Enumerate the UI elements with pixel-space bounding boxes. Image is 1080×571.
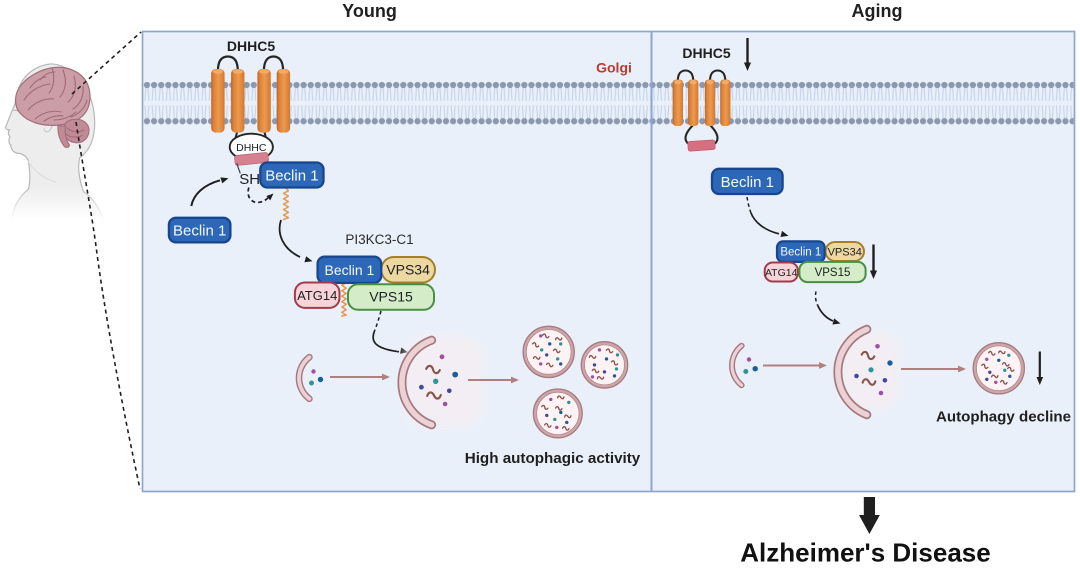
svg-text:VPS34: VPS34 <box>386 262 430 278</box>
svg-text:Beclin 1: Beclin 1 <box>721 174 774 191</box>
svg-text:PI3KC3-C1: PI3KC3-C1 <box>345 232 413 247</box>
svg-text:Alzheimer's Disease: Alzheimer's Disease <box>740 538 990 568</box>
svg-text:ATG14: ATG14 <box>765 267 798 279</box>
svg-text:SH: SH <box>239 171 260 188</box>
svg-text:VPS34: VPS34 <box>828 247 862 259</box>
svg-text:Young: Young <box>342 1 397 21</box>
svg-text:Aging: Aging <box>852 1 903 21</box>
svg-text:High autophagic activity: High autophagic activity <box>465 450 641 467</box>
svg-text:DHHC: DHHC <box>236 142 267 154</box>
svg-text:Golgi: Golgi <box>596 60 632 76</box>
svg-text:VPS15: VPS15 <box>369 289 413 305</box>
svg-text:Autophagy decline: Autophagy decline <box>936 409 1071 426</box>
svg-text:Beclin 1: Beclin 1 <box>780 246 821 258</box>
svg-text:DHHC5: DHHC5 <box>227 38 275 54</box>
svg-text:VPS15: VPS15 <box>815 267 851 279</box>
svg-text:Beclin 1: Beclin 1 <box>265 167 318 184</box>
svg-text:Beclin 1: Beclin 1 <box>324 262 374 278</box>
svg-text:DHHC5: DHHC5 <box>682 45 730 61</box>
svg-text:Beclin 1: Beclin 1 <box>173 223 226 240</box>
svg-text:ATG14: ATG14 <box>297 288 337 303</box>
